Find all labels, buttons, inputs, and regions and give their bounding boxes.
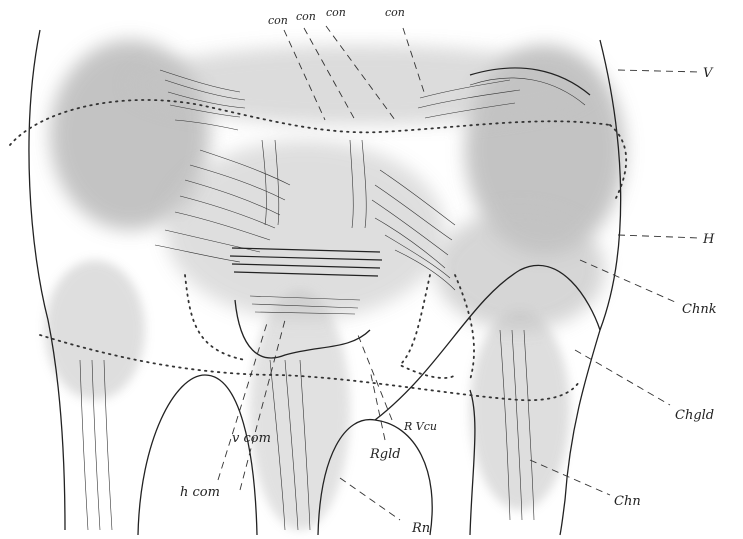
label-chn: Chn — [614, 494, 641, 509]
label-h: H — [702, 232, 715, 247]
label-rvcu: R Vcu — [403, 420, 437, 433]
label-v: V — [703, 66, 714, 81]
label-con-2: con — [296, 10, 316, 23]
label-rn: Rn — [411, 521, 430, 536]
label-hcom: h com — [180, 485, 220, 500]
label-con-3: con — [326, 6, 346, 19]
label-chgld: Chgld — [675, 408, 714, 423]
label-chnk: Chnk — [682, 302, 717, 317]
label-con-4: con — [385, 6, 405, 19]
label-rgld: Rgld — [369, 447, 401, 462]
tissue-shading — [45, 40, 625, 530]
label-vcom: v com — [232, 431, 271, 446]
label-con-1: con — [268, 14, 288, 27]
